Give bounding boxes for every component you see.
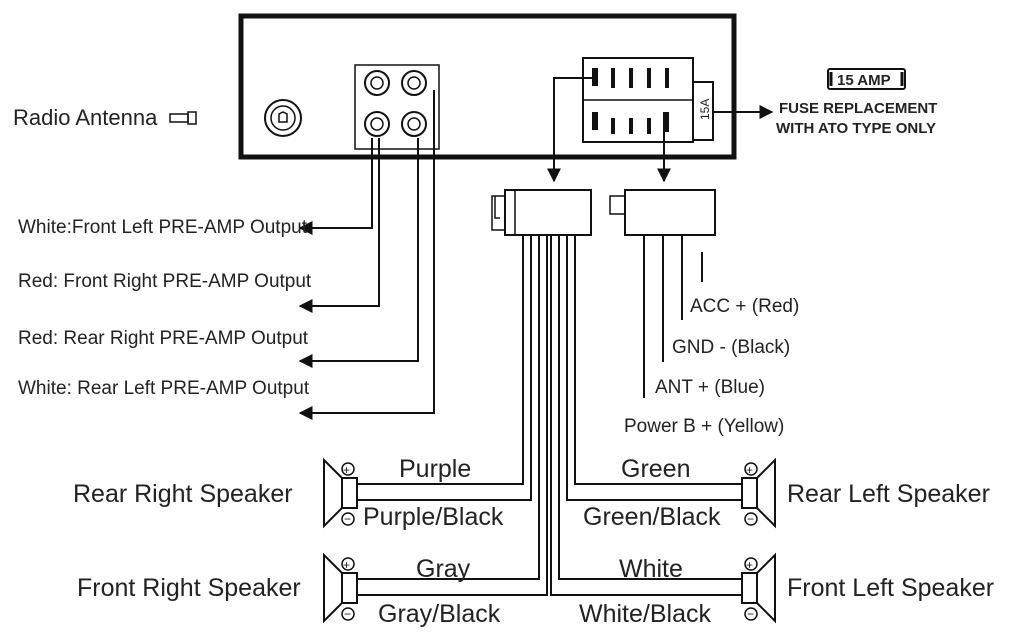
wire-acc: ACC + (Red) [690,296,799,317]
front-left-speaker-label: Front Left Speaker [787,574,994,602]
power-harness-plug [609,189,716,236]
rear-left-pos-wire: Green [621,455,690,483]
svg-text:−: − [747,512,754,526]
wire-power: Power B + (Yellow) [624,416,784,437]
svg-text:+: + [746,558,753,572]
svg-text:−: − [344,512,351,526]
front-left-pos-wire: White [619,555,683,583]
rear-right-pos-wire: Purple [399,455,471,483]
fuse-amp-badge [827,68,906,90]
front-left-neg-wire: White/Black [579,600,711,628]
power-wires [643,235,703,398]
front-right-speaker-label: Front Right Speaker [77,574,301,602]
preamp-label-4: White: Rear Left PRE-AMP Output [18,378,310,399]
front-left-speaker-icon: + − [741,552,776,624]
svg-text:+: + [746,463,753,477]
svg-text:−: − [747,607,754,621]
front-right-pos-wire: Gray [416,555,471,583]
head-unit-chassis [238,13,737,160]
front-right-neg-wire: Gray/Black [378,600,501,628]
preamp-label-2: Red: Front Right PRE-AMP Output [18,271,312,292]
wire-ant: ANT + (Blue) [655,377,765,398]
fuse-amp-label: 15 AMP [837,72,891,89]
svg-text:+: + [343,558,350,572]
iso-socket [582,57,694,143]
rear-left-speaker-label: Rear Left Speaker [787,480,990,508]
rca-jacks [354,64,440,150]
front-right-speaker-icon: + − [323,552,358,624]
fuse-note-line2: WITH ATO TYPE ONLY [776,120,936,137]
speaker-wire-bundle [357,235,742,596]
rear-left-neg-wire: Green/Black [583,503,721,531]
fuse-rating: 15A [698,99,712,120]
preamp-label-1: White:Front Left PRE-AMP Output [18,217,308,238]
rear-right-neg-wire: Purple/Black [363,503,504,531]
rear-right-speaker-icon: + − [323,457,358,529]
rear-left-speaker-icon: + − [741,457,776,529]
wire-gnd: GND - (Black) [672,337,790,358]
antenna-label: Radio Antenna [13,105,158,130]
fuse-note-line1: FUSE REPLACEMENT [779,100,937,117]
rear-right-speaker-label: Rear Right Speaker [73,480,293,508]
svg-text:−: − [344,607,351,621]
antenna-socket [169,99,302,137]
preamp-label-3: Red: Rear Right PRE-AMP Output [18,328,309,349]
speaker-harness-plug [491,189,592,236]
svg-text:+: + [343,463,350,477]
